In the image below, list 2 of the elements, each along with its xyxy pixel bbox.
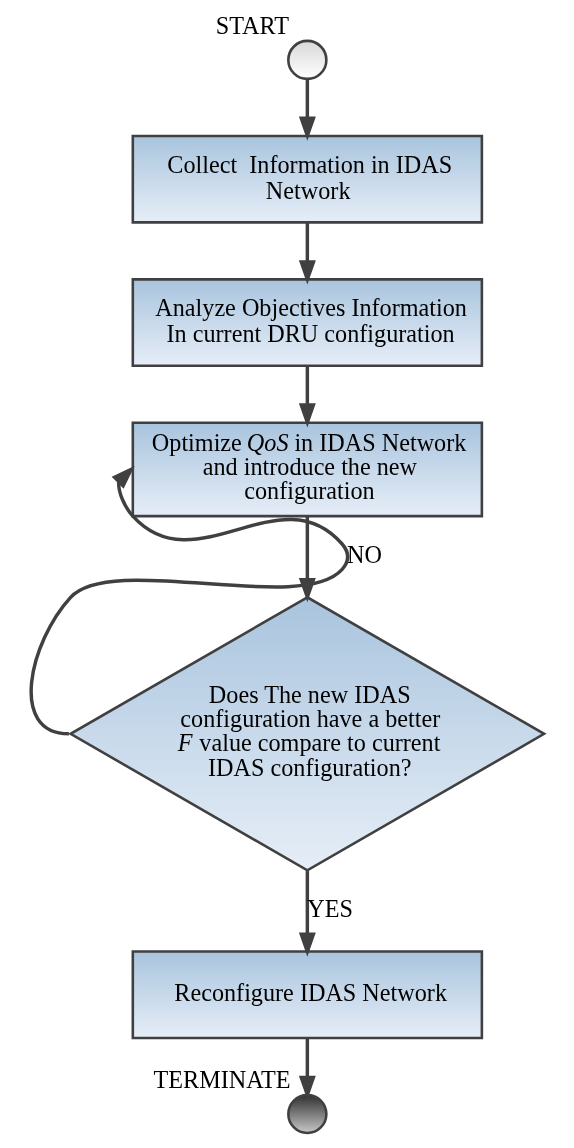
- node-label: START: [215, 12, 289, 40]
- node-label: TERMINATE: [153, 1066, 291, 1094]
